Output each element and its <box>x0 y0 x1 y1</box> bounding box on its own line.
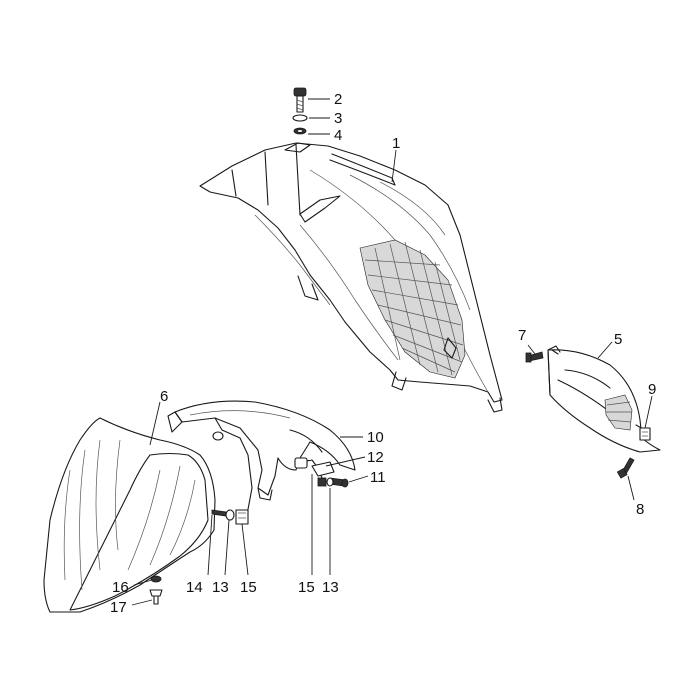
callout-6: 6 <box>160 388 168 405</box>
callout-14: 14 <box>186 579 203 596</box>
front-shield-part <box>199 142 503 413</box>
callout-17: 17 <box>110 599 127 616</box>
hardware-13-15-right <box>317 477 334 487</box>
screw-8 <box>616 457 635 479</box>
callout-5: 5 <box>614 331 622 348</box>
front-mudguard-part <box>43 417 216 613</box>
hardware-13-14-15-left <box>211 509 249 525</box>
callout-16: 16 <box>112 579 129 596</box>
callout-1: 1 <box>392 135 400 152</box>
clip-9 <box>639 427 651 441</box>
hardware-17 <box>149 589 163 605</box>
callout-8: 8 <box>636 501 644 518</box>
screw-7 <box>525 351 544 363</box>
callout-12: 12 <box>367 449 384 466</box>
callout-3: 3 <box>334 110 342 127</box>
side-cover-part <box>547 345 661 453</box>
hardware-16 <box>150 575 162 583</box>
callout-15b: 15 <box>298 579 315 596</box>
callout-4: 4 <box>334 127 342 144</box>
callout-2: 2 <box>334 91 342 108</box>
callout-11: 11 <box>370 469 386 486</box>
callout-labels: 1 2 3 4 5 6 7 8 9 10 11 12 13 13 14 15 1… <box>110 91 656 616</box>
callout-13a: 13 <box>212 579 229 596</box>
callout-7: 7 <box>518 327 526 344</box>
top-bolt-assembly <box>292 87 308 135</box>
callout-9: 9 <box>648 381 656 398</box>
callout-10: 10 <box>367 429 384 446</box>
leader-lines <box>131 98 653 606</box>
callout-13b: 13 <box>322 579 339 596</box>
fender-bracket-part <box>167 400 356 523</box>
callout-15a: 15 <box>240 579 257 596</box>
